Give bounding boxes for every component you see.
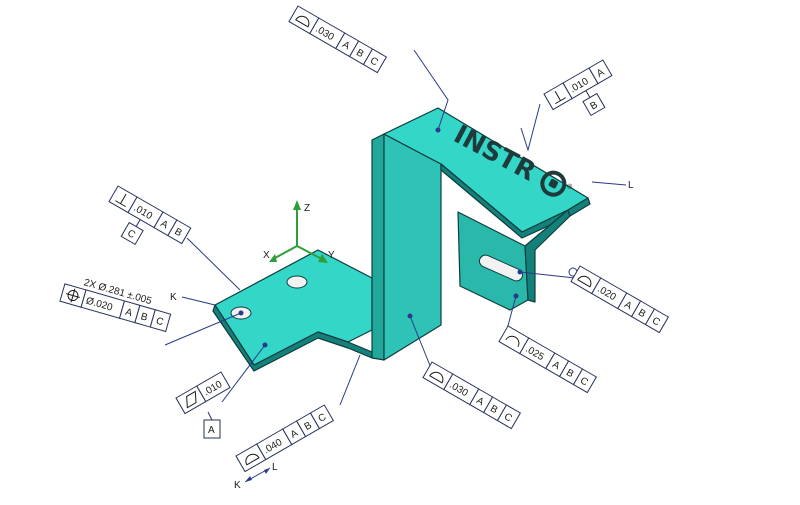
fcf-holes-datum-a: A xyxy=(124,307,134,320)
axis-x-label: X xyxy=(263,250,270,261)
fcf-perp-left: .010 A B C xyxy=(108,185,192,246)
registered-mark: ® xyxy=(565,182,574,192)
fcf-slot-profile-b-datum-c: C xyxy=(578,375,590,388)
fcf-bottom-edge-datum-b: B xyxy=(303,420,315,433)
vertical-wall-face xyxy=(383,133,442,361)
right-tab-edge xyxy=(524,209,571,303)
fcf-slot-profile-a: .020 A B C xyxy=(570,265,670,334)
fcf-bottom-edge: .040 A B C xyxy=(235,404,335,473)
profile-of-surface-icon xyxy=(429,371,444,384)
between-k-l: K L xyxy=(234,462,278,491)
fcf-slot-profile-a-datum-c: C xyxy=(650,315,662,328)
fcf-vertical-profile-datum-a: A xyxy=(474,395,486,408)
fcf-bottom-edge-datum-a: A xyxy=(289,428,301,441)
flatness-icon xyxy=(186,390,197,409)
coordinate-triad: Z X Y xyxy=(263,200,335,263)
fcf-top-profile-datum-a: A xyxy=(340,39,352,52)
fcf-slot-profile-b-datum-a: A xyxy=(550,359,562,372)
hole-1 xyxy=(286,275,308,289)
vertical-wall-edge xyxy=(371,133,385,361)
datum-a-box xyxy=(203,419,221,439)
fcf-flatness: .010 xyxy=(175,371,231,415)
axis-y-label: Y xyxy=(328,250,335,261)
label-l-bottom: L xyxy=(272,462,278,473)
fcf-slot-profile-a-datum-a: A xyxy=(622,299,634,312)
fcf-slot-profile-b-datum-b: B xyxy=(564,367,576,380)
profile-of-surface-icon xyxy=(295,15,310,28)
fcf-slot-profile-b: .025 A B C xyxy=(498,325,598,394)
fcf-vertical-profile-datum-c: C xyxy=(502,411,514,424)
fcf-perp-left-datum-a: A xyxy=(158,218,170,231)
fcf-top-profile-datum-b: B xyxy=(354,47,366,60)
fcf-bottom-edge-datum-c: C xyxy=(316,412,328,425)
axis-z-label: Z xyxy=(304,203,310,214)
label-k-bottom: K xyxy=(234,480,241,491)
fcf-holes-datum-c: C xyxy=(155,316,165,329)
fcf-top-profile: .030 A B C xyxy=(288,5,388,74)
fcf-perp-left-datum-b: B xyxy=(172,226,184,239)
fcf-holes-datum-b: B xyxy=(139,311,149,324)
top-flange-edge xyxy=(440,163,591,239)
fcf-vertical-profile: .030 A B C xyxy=(422,361,522,430)
profile-of-surface-icon xyxy=(577,275,592,288)
profile-of-line-icon xyxy=(505,335,520,348)
fcf-holes: 2X Ø.281 ±.005 Ø.020 A B C xyxy=(59,277,172,333)
fcf-perp-right: .010 A B xyxy=(543,59,613,117)
fcf-perp-right-datum-a: A xyxy=(595,67,607,80)
fcf-perp-right-datum-b: B xyxy=(588,99,600,112)
fcf-top-profile-datum-c: C xyxy=(368,55,380,68)
fcf-perp-left-datum-c: C xyxy=(125,228,137,241)
mask-icon xyxy=(540,170,567,197)
profile-of-surface-icon xyxy=(245,453,260,466)
perpendicularity-icon xyxy=(554,90,566,105)
fcf-vertical-profile-datum-b: B xyxy=(488,403,500,416)
fcf-slot-profile-a-datum-b: B xyxy=(636,307,648,320)
perpendicularity-icon xyxy=(115,193,127,208)
leader-lines xyxy=(164,49,627,406)
fcf-flatness-datum-a: A xyxy=(208,425,215,436)
label-l: L xyxy=(628,180,634,191)
sheet-metal-bracket: INSTR ® xyxy=(212,107,591,372)
slot xyxy=(478,254,524,282)
label-k: K xyxy=(170,292,177,303)
position-icon xyxy=(66,288,80,303)
